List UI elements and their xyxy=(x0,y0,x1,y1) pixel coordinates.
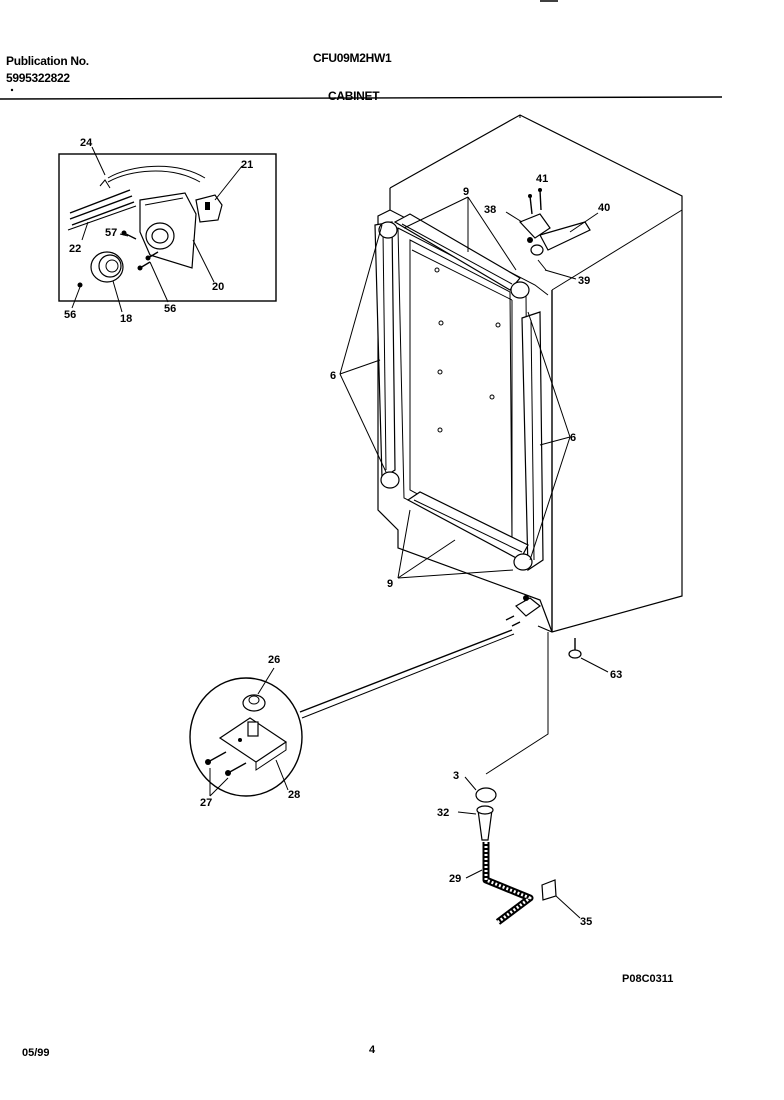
callout-39: 39 xyxy=(578,275,590,287)
diagram-code: P08C0311 xyxy=(622,973,674,985)
callout-numbers: 24 21 22 57 20 56 18 56 9 41 38 40 39 6 … xyxy=(64,137,622,928)
callout-6-left: 6 xyxy=(330,370,336,382)
callout-32: 32 xyxy=(437,807,449,819)
callout-41: 41 xyxy=(536,173,548,185)
callout-29: 29 xyxy=(449,873,461,885)
drain-parts xyxy=(457,632,581,925)
model-number: CFU09M2HW1 xyxy=(313,51,392,65)
callout-56-right: 56 xyxy=(164,303,176,315)
callout-57: 57 xyxy=(105,227,117,239)
section-title: CABINET xyxy=(328,89,380,103)
callout-6-right: 6 xyxy=(570,432,576,444)
revision-date: 05/99 xyxy=(22,1047,50,1059)
callout-38: 38 xyxy=(484,204,496,216)
callout-3: 3 xyxy=(453,770,459,782)
callout-18: 18 xyxy=(120,313,132,325)
callout-28: 28 xyxy=(288,789,300,801)
callout-22: 22 xyxy=(69,243,81,255)
callout-26: 26 xyxy=(268,654,280,666)
cabinet-body xyxy=(374,114,683,633)
publication-label: Publication No. xyxy=(6,54,89,68)
page-number: 4 xyxy=(369,1044,376,1056)
header-rule xyxy=(0,0,723,100)
callout-leaders xyxy=(339,196,571,579)
callout-35: 35 xyxy=(580,916,592,928)
callout-63: 63 xyxy=(610,669,622,681)
hinge-detail-inset xyxy=(189,629,515,797)
callout-40: 40 xyxy=(598,202,610,214)
bottom-hinge xyxy=(505,595,541,627)
publication-number: 5995322822 xyxy=(6,71,70,85)
callout-9-bottom: 9 xyxy=(387,578,393,590)
callout-27: 27 xyxy=(200,797,212,809)
thermostat-inset xyxy=(58,146,277,313)
leveling-leg xyxy=(568,638,609,673)
callout-56-left: 56 xyxy=(64,309,76,321)
callout-21: 21 xyxy=(241,159,253,171)
callout-20: 20 xyxy=(212,281,224,293)
callout-24: 24 xyxy=(80,137,93,149)
top-hinge-assembly xyxy=(505,188,599,280)
callout-9-top: 9 xyxy=(463,186,469,198)
